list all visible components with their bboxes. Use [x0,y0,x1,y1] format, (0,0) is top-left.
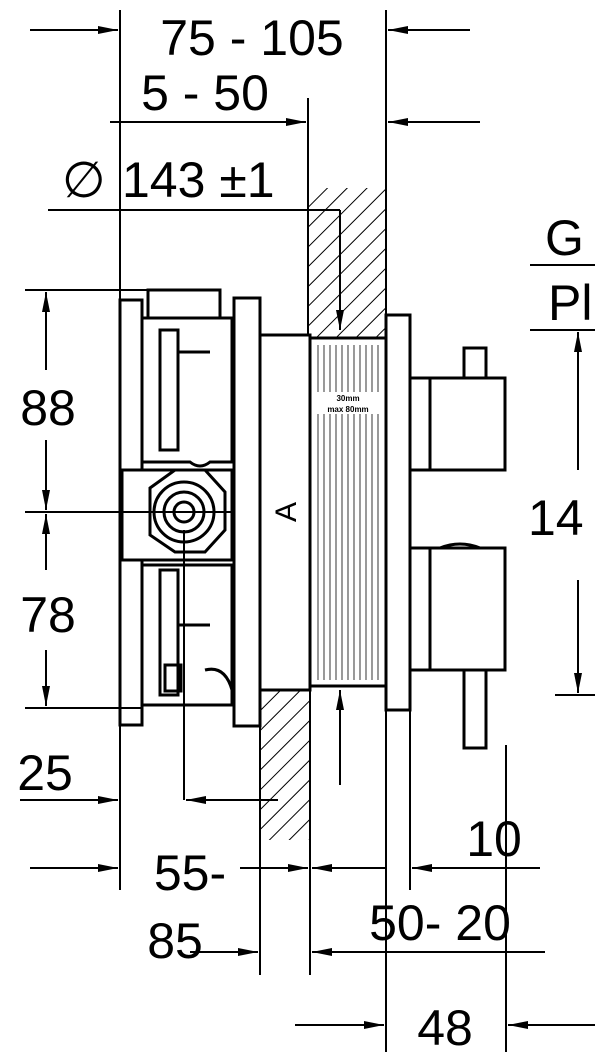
dim-install-depth-b: 85 [147,913,203,969]
sleeve-scale-top: 30mm [336,394,359,403]
right-label-bottom: Pl [548,275,592,331]
dim-front-range: 50- 20 [369,895,511,951]
dim-wall-offset: 5 - 50 [141,65,269,121]
dim-cutout-diameter: 143 ±1 [122,152,275,208]
dim-left-offset: 25 [17,745,73,801]
extension-sleeve: 30mm max 80mm [308,336,388,688]
dim-bottom-depth: 48 [417,1000,473,1052]
right-label-top: G [545,210,584,266]
dim-lower-height: 78 [20,587,76,643]
dim-install-depth-a: 55- [154,845,226,901]
dim-top-width: 75 - 105 [160,10,343,66]
lower-handle [408,542,507,750]
diameter-symbol: ∅ [62,152,106,208]
upper-handle [408,346,507,472]
wall-lower [259,690,311,840]
body-letter: A [270,502,303,522]
cover-plate [384,313,412,712]
dim-upper-height: 88 [20,380,76,436]
sleeve-scale-bottom: max 80mm [327,405,368,414]
dim-right-height: 14 [528,490,584,546]
dimension-lines [20,10,595,1052]
dim-plate-thickness: 10 [466,811,522,867]
